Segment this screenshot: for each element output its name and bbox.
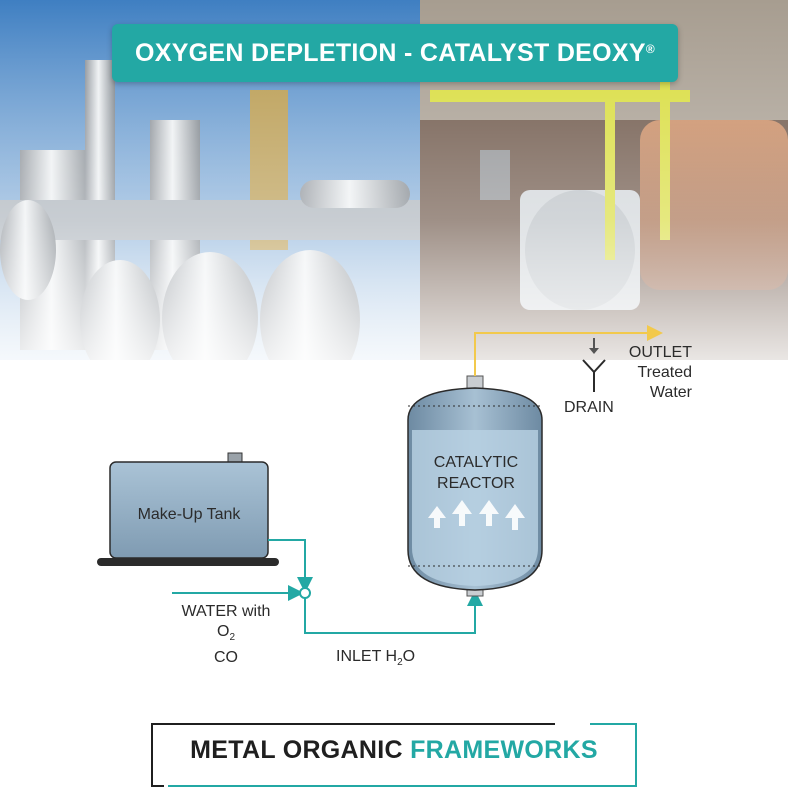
title-text: OXYGEN DEPLETION - CATALYST DEOXY <box>134 38 646 67</box>
outlet-line2: Treated <box>637 364 692 381</box>
tank-outflow-line <box>268 539 313 593</box>
make-up-tank-label: Make-Up Tank <box>137 506 241 523</box>
oxygen-symbol: O <box>216 623 230 640</box>
inlet-subscript: 2 <box>397 657 403 669</box>
outlet-line3: Water <box>649 384 692 401</box>
drain-label: DRAIN <box>564 399 614 416</box>
reactor-label-line1: CATALYTIC <box>433 454 519 471</box>
upflow-arrows <box>428 500 525 530</box>
oxygen-subscript: 2 <box>229 632 235 644</box>
footer-frame <box>151 723 637 787</box>
inlet-tail: O <box>402 648 416 665</box>
make-up-tank <box>97 452 279 566</box>
footer-part2: FRAMEWORKS <box>410 736 598 764</box>
catalytic-reactor-label: CATALYTIC REACTOR <box>408 452 544 494</box>
upflow-arrow-icon <box>428 506 446 528</box>
water-co: CO <box>214 649 238 667</box>
footer-part1: METAL ORGANIC <box>190 736 411 764</box>
reactor-label-line2: REACTOR <box>437 475 515 492</box>
inlet-line <box>304 590 483 634</box>
drain-fitting <box>582 338 606 392</box>
registered-mark: ® <box>645 42 656 56</box>
upflow-arrow-icon <box>505 504 525 530</box>
outlet-label: OUTLET Treated Water <box>600 343 692 403</box>
outlet-line <box>474 325 663 376</box>
water-line1: WATER with <box>181 603 271 620</box>
water-with-label: WATER with O2 CO <box>162 602 290 668</box>
mixing-node <box>299 587 311 599</box>
water-o2: O2 <box>162 622 290 648</box>
outlet-line1: OUTLET <box>628 344 692 361</box>
inlet-h2o-label: INLET H2O <box>336 647 415 672</box>
catalytic-reactor <box>407 375 543 597</box>
title-banner: OXYGEN DEPLETION - CATALYST DEOXY® <box>112 24 678 82</box>
upflow-arrow-icon <box>479 500 499 526</box>
footer-title: METAL ORGANIC FRAMEWORKS <box>152 736 636 765</box>
upflow-arrow-icon <box>452 500 472 526</box>
inlet-text: INLET H <box>336 648 398 665</box>
